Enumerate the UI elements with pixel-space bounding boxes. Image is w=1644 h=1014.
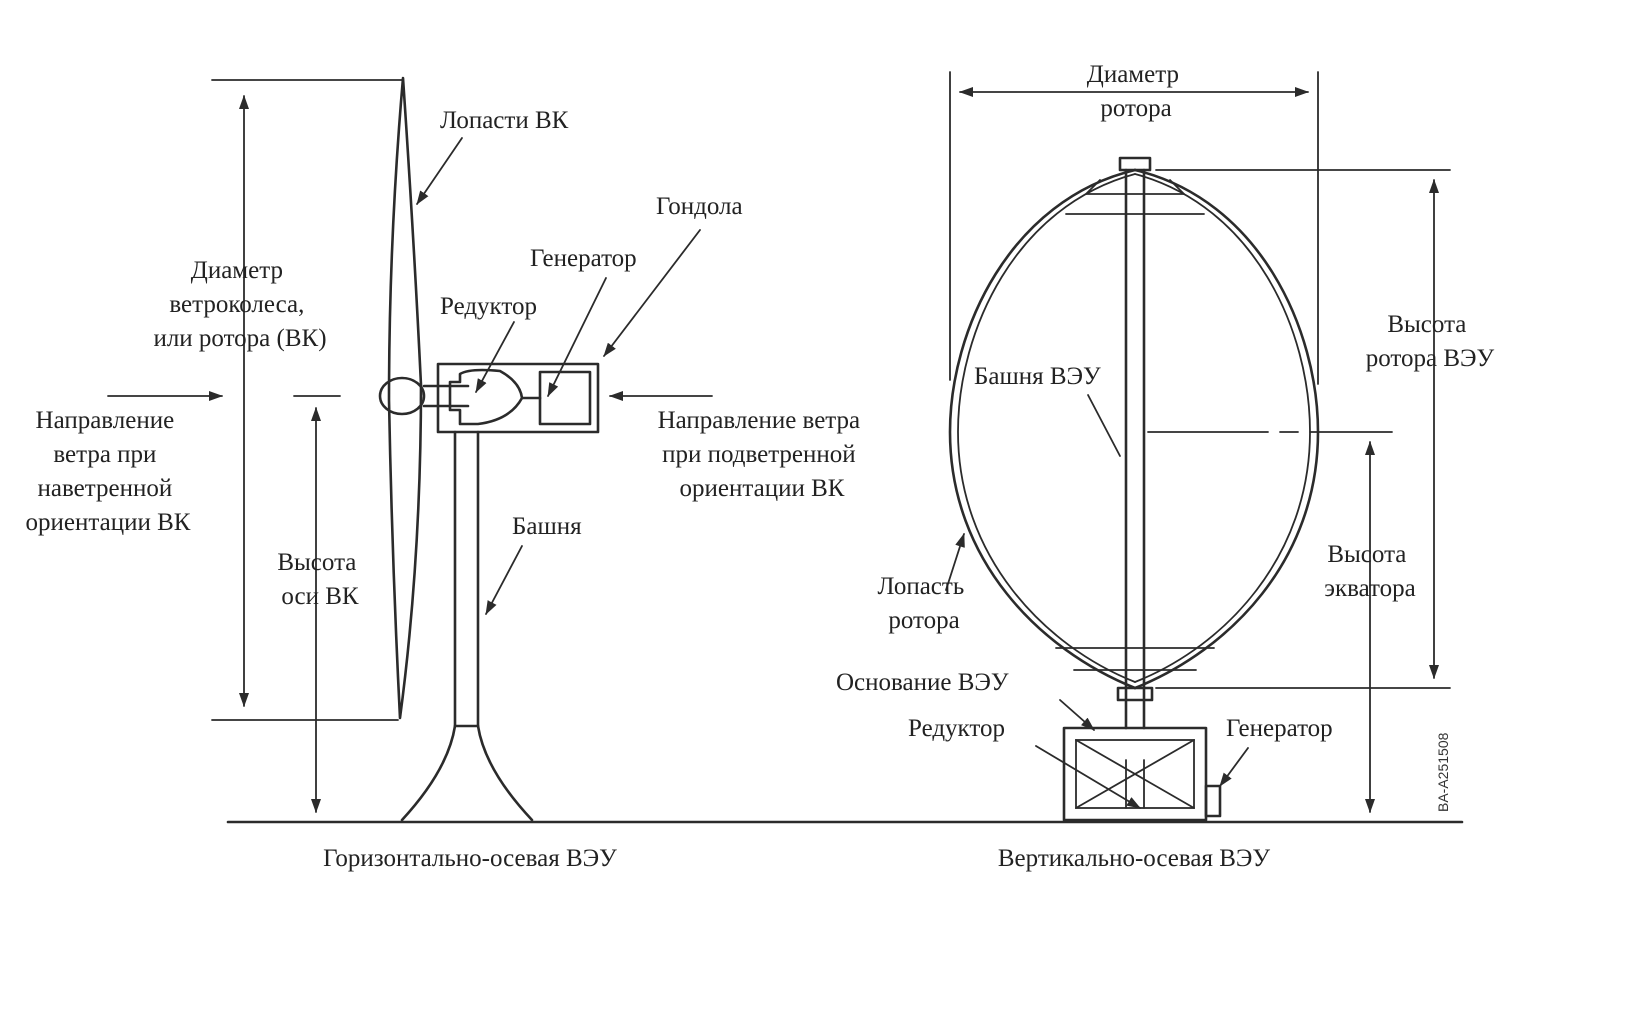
blades-leader [416,137,463,205]
label-nacelle: Гондола [656,193,743,220]
hawt-generator [538,370,592,426]
label-vawt-gearbox: Редуктор [908,715,1005,742]
vawt-blade-right [1133,168,1320,690]
hawt-hub-height-dimension [293,395,341,813]
vawt-base [1062,726,1222,822]
hawt-gearbox [448,368,524,426]
label-gearbox: Редуктор [440,293,537,320]
label-upwind-direction: Направление ветра при наветренной ориент… [26,407,191,536]
label-vawt-rotor-diameter: Диаметр ротора [1087,61,1185,122]
hawt-gearbox-leader [475,321,515,393]
label-vawt-tower: Башня ВЭУ [974,363,1101,390]
vawt-generator-leader [1219,747,1249,787]
caption-horizontal: Горизонтально-осевая ВЭУ [323,845,617,872]
label-vawt-equator-height: Высота экватора [1324,541,1416,602]
label-generator: Генератор [530,245,637,272]
vawt-base-leader [1059,699,1095,731]
hawt-tower-leader [485,545,523,615]
hawt-nacelle [436,362,600,434]
label-rotor-diameter: Диаметр ветроколеса, или ротора (ВК) [153,257,326,352]
label-tower: Башня [512,513,582,540]
vawt-blade-left [948,168,1137,690]
label-downwind-direction: Направление ветра при подветренной ориен… [658,407,867,502]
vawt-rotor-height-dimension [1155,169,1451,689]
nacelle-leader [603,229,701,357]
vertical-turbine: Диаметр ротора Башня ВЭУ Высота ротора В… [836,61,1495,872]
vawt-tower-leader [1087,394,1121,457]
hawt-diameter-dimension [211,79,403,721]
hawt-hub [378,376,426,416]
label-vawt-base: Основание ВЭУ [836,669,1009,696]
label-blades: Лопасти ВК [440,107,569,134]
vawt-generator [1204,784,1222,818]
label-vawt-rotor-height: Высота ротора ВЭУ [1366,311,1495,372]
caption-vertical: Вертикально-осевая ВЭУ [998,845,1271,872]
horizontal-turbine: Лопасти ВК Гондола Генератор Редуктор Ди… [26,76,867,872]
vawt-diameter-dimension [949,71,1319,385]
vawt-blade-leader [945,533,965,591]
label-hub-height: Высота оси ВК [277,549,362,610]
vawt-gearbox-leader [1035,745,1141,809]
hawt-generator-leader [547,277,607,397]
hawt-tower [400,430,534,822]
figure-code: BA-A251508 [1435,732,1451,812]
hawt-blades [387,76,423,720]
label-vawt-rotor-blade: Лопасть ротора [878,573,971,634]
label-vawt-generator: Генератор [1226,715,1333,742]
